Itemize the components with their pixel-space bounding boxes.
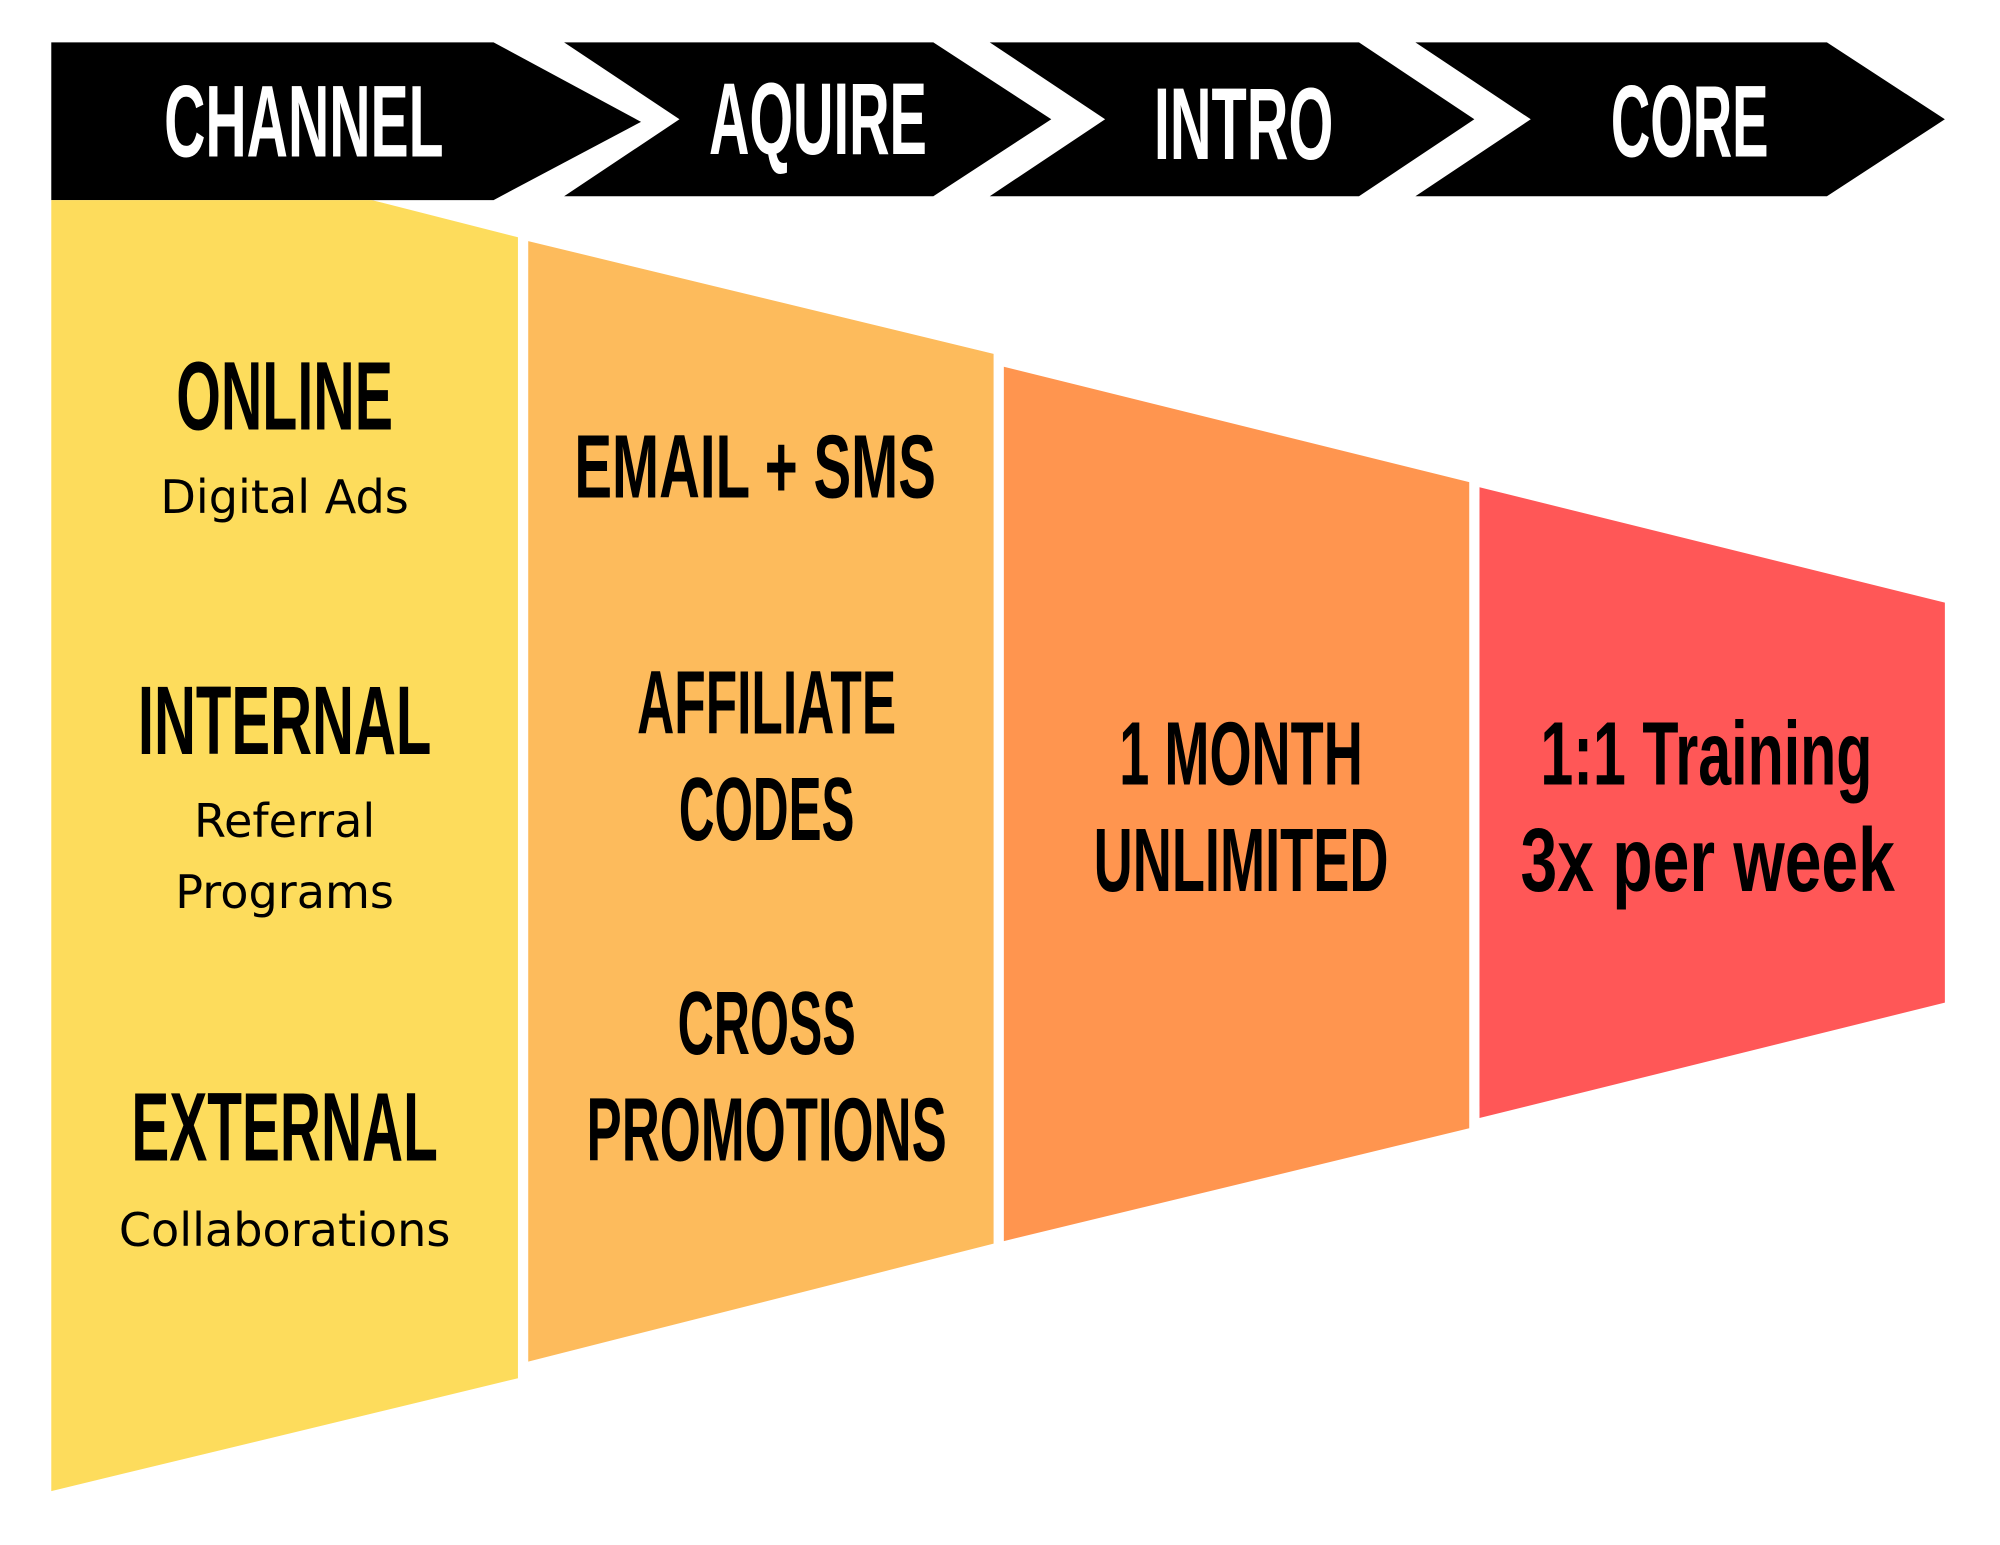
acquire-item-cross-line2: PROMOTIONS bbox=[587, 1080, 947, 1180]
acquire-item-cross-line1: CROSS bbox=[678, 974, 856, 1074]
channel-external-desc: Collaborations bbox=[119, 1203, 451, 1257]
acquire-item-affiliate-line1: AFFILIATE bbox=[637, 653, 896, 753]
stage-arrow-intro bbox=[989, 42, 1475, 197]
channel-external-title: EXTERNAL bbox=[131, 1072, 437, 1181]
stage-arrow-channel bbox=[51, 42, 642, 201]
channel-internal-desc-2: Programs bbox=[175, 865, 394, 919]
stage-arrow-core bbox=[1415, 42, 1945, 197]
channel-online-desc: Digital Ads bbox=[160, 470, 408, 524]
core-line1: 1:1 Training bbox=[1540, 705, 1872, 805]
stage-arrow-acquire bbox=[564, 42, 1052, 197]
stage-label-channel: CHANNEL bbox=[164, 63, 443, 178]
intro-line2: UNLIMITED bbox=[1094, 811, 1389, 911]
acquire-item-email-sms: EMAIL + SMS bbox=[574, 418, 936, 518]
intro-panel bbox=[1003, 366, 1470, 1242]
stage-label-acquire: AQUIRE bbox=[709, 61, 927, 176]
stage-label-core: CORE bbox=[1611, 63, 1769, 178]
acquire-item-affiliate-line2: CODES bbox=[679, 760, 855, 860]
core-line2: 3x per week bbox=[1521, 811, 1895, 911]
core-panel bbox=[1479, 487, 1945, 1119]
channel-panel bbox=[51, 200, 518, 1492]
channel-internal-desc-1: Referral bbox=[194, 794, 375, 848]
intro-line1: 1 MONTH bbox=[1119, 705, 1363, 805]
stage-label-intro: INTRO bbox=[1154, 66, 1333, 181]
channel-online-title: ONLINE bbox=[176, 342, 393, 451]
channel-internal-title: INTERNAL bbox=[138, 666, 432, 775]
acquire-panel bbox=[528, 241, 994, 1362]
